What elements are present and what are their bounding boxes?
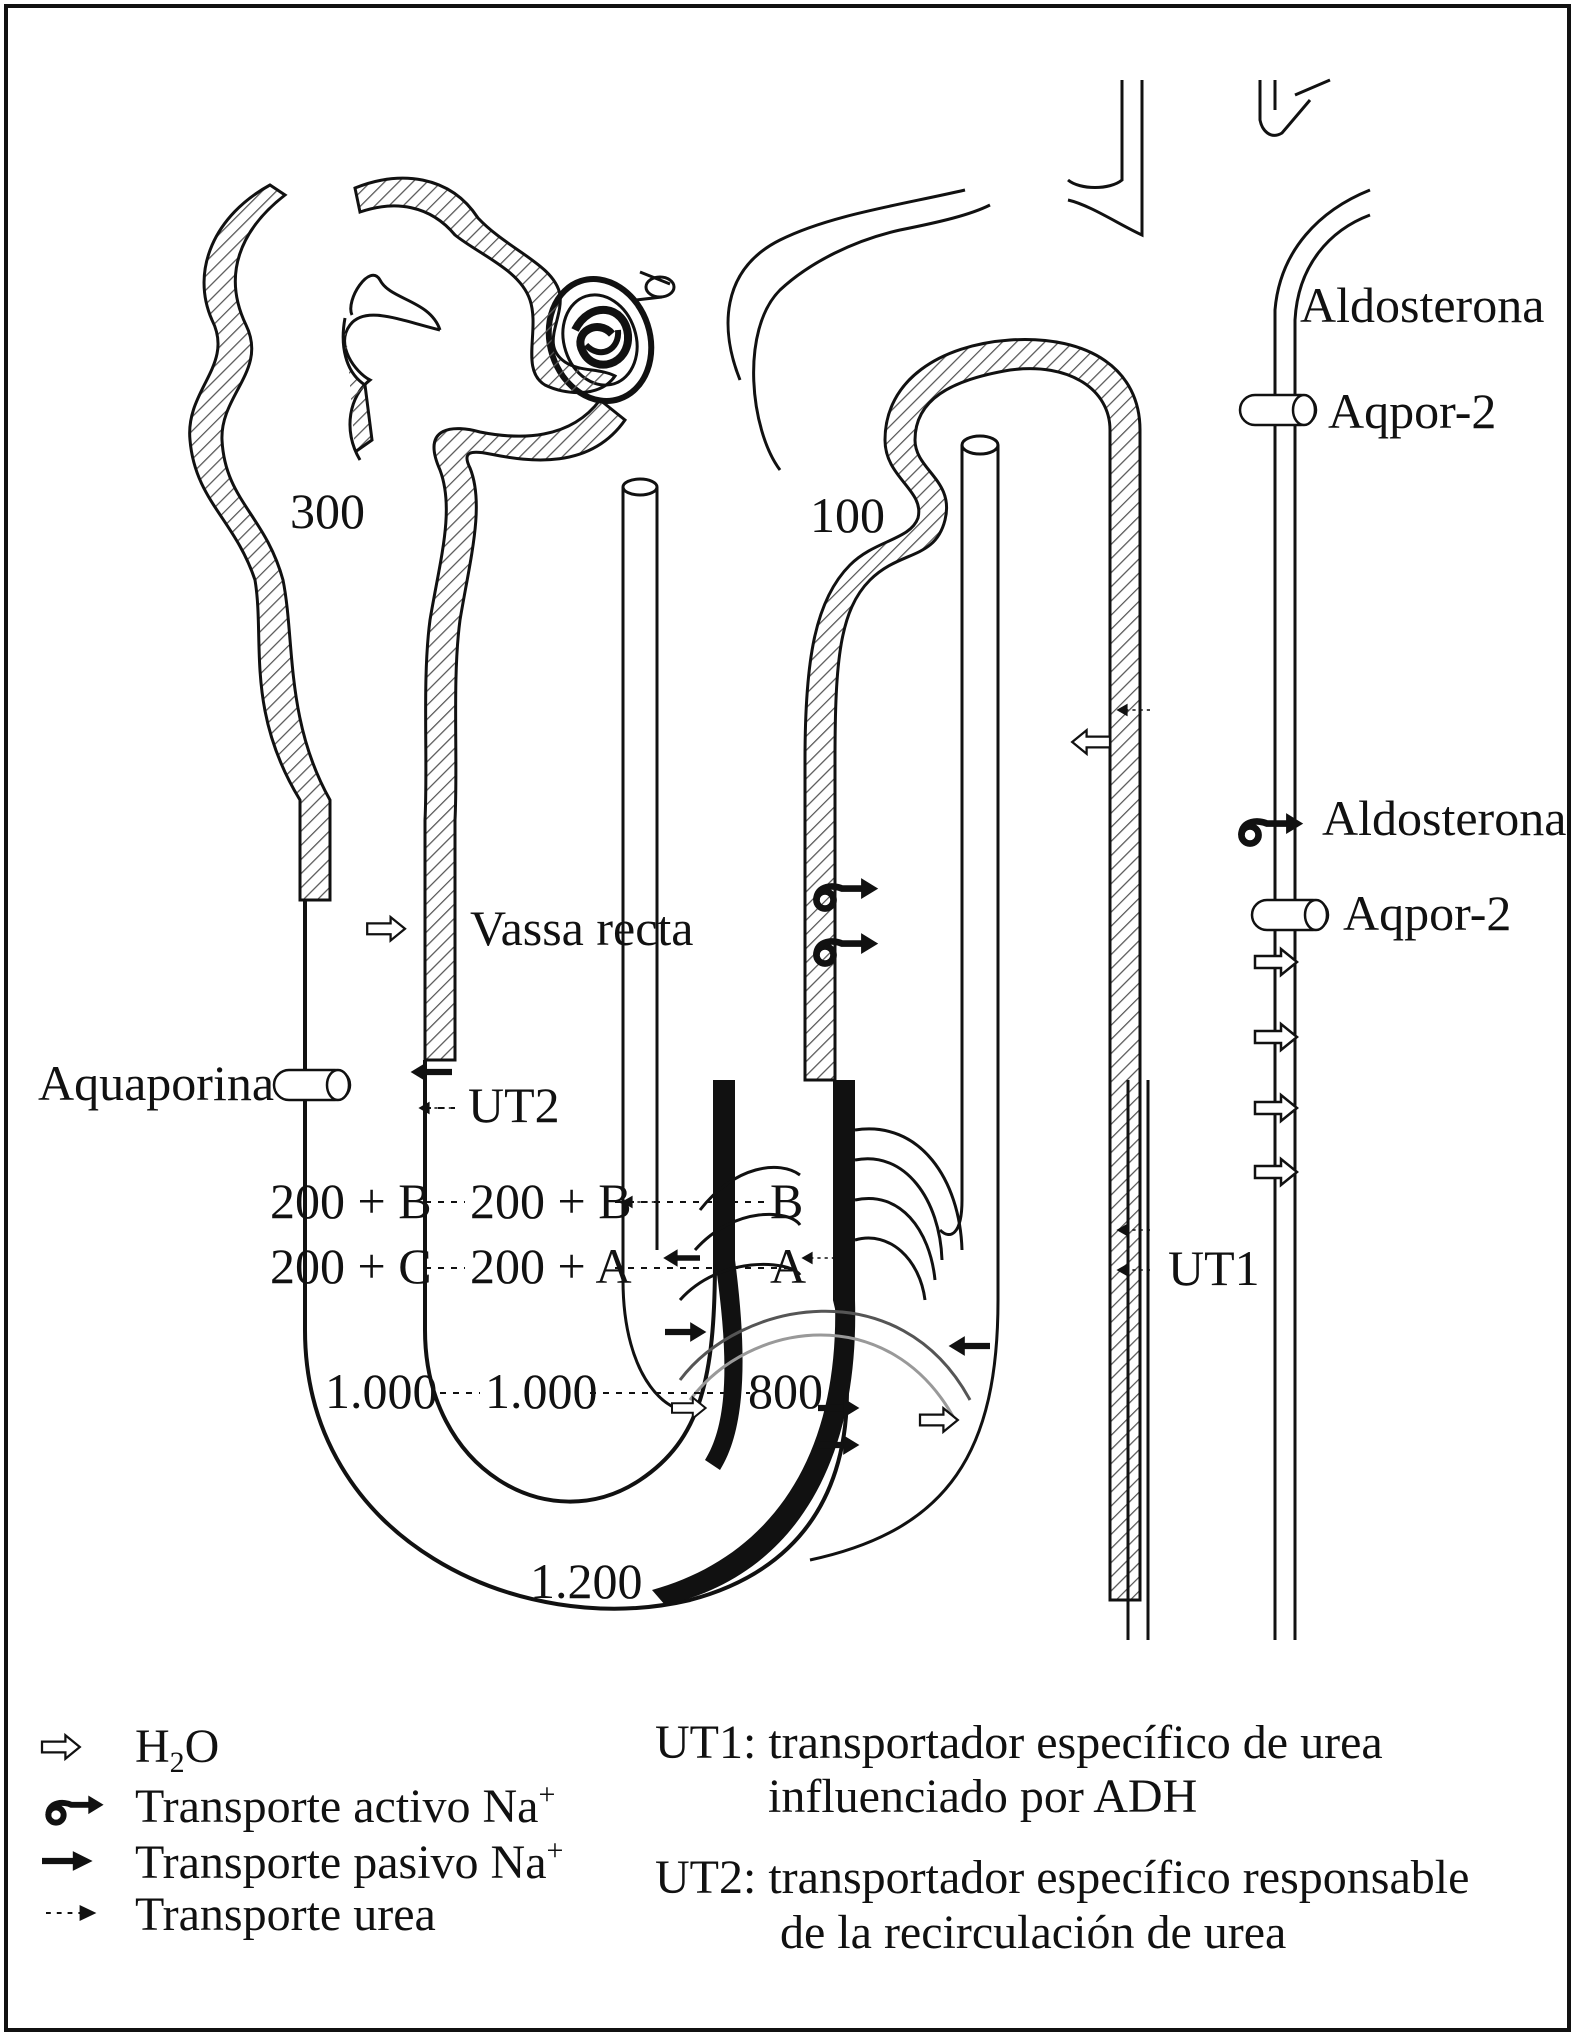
def-ut1-line1: UT1: transportador específico de urea xyxy=(655,1716,1383,1769)
label-ut1: UT1 xyxy=(1168,1240,1260,1296)
label-aldosterona-mid: Aldosterona xyxy=(1322,790,1566,846)
passive-na-arrow-icon xyxy=(949,1336,990,1356)
label-aldosterona-top: Aldosterona xyxy=(1300,277,1544,333)
label-row-a-mid: 200 + A xyxy=(470,1238,632,1294)
passive-na-arrow-icon xyxy=(411,1062,452,1082)
glomerulus xyxy=(545,270,676,404)
legend-passive-na: Transporte pasivo Na+ xyxy=(135,1834,563,1889)
label-row-b-left: 200 + B xyxy=(270,1173,432,1229)
aquaporin-channel-icon xyxy=(1238,393,1318,427)
label-row-b-right: B xyxy=(770,1173,803,1229)
h2o-arrow-icon xyxy=(40,1734,81,1760)
def-ut2-line1: UT2: transportador específico responsabl… xyxy=(655,1851,1469,1904)
urea-arrow-icon xyxy=(800,1250,836,1266)
label-osm-1000-mid: 1.000 xyxy=(485,1363,598,1419)
label-osm-1000-left: 1.000 xyxy=(325,1363,438,1419)
legend-h2o: H2O xyxy=(135,1720,219,1779)
label-aqpor2-mid: Aqpor-2 xyxy=(1343,885,1511,941)
label-osm-1200: 1.200 xyxy=(530,1553,643,1609)
aquaporin-channel-icon xyxy=(1250,898,1330,932)
figure-frame xyxy=(4,4,1571,2032)
definitions: UT1: transportador específico de urea in… xyxy=(655,1716,1469,1959)
def-ut2-line2: de la recirculación de urea xyxy=(780,1906,1286,1959)
aquaporin-channel-icon xyxy=(272,1068,352,1102)
label-row-a-left: 200 + C xyxy=(270,1238,432,1294)
h2o-arrow-icon xyxy=(366,915,407,942)
label-osm-800: 800 xyxy=(748,1363,823,1419)
passive-na-arrow-icon xyxy=(42,1851,93,1871)
passive-na-arrow-icon xyxy=(663,1249,700,1267)
label-aqpor2-top: Aqpor-2 xyxy=(1328,383,1496,439)
legend-urea: Transporte urea xyxy=(135,1888,436,1941)
proximal-tubule xyxy=(188,176,628,1062)
legend-h2o-main: H xyxy=(135,1720,170,1773)
legend-active-na: Transporte activo Na+ xyxy=(135,1778,555,1833)
legend-h2o-sub: 2 xyxy=(170,1746,185,1779)
legend-passive-na-sup: + xyxy=(547,1834,564,1867)
legend-active-na-text: Transporte activo Na xyxy=(135,1780,538,1833)
vasa-recta xyxy=(621,434,1000,1562)
label-row-a-right: A xyxy=(770,1238,806,1294)
label-row-b-mid: 200 + B xyxy=(470,1173,632,1229)
label-osm-300: 300 xyxy=(290,483,365,539)
collecting-duct-outer xyxy=(1258,78,1371,1640)
legend-active-na-sup: + xyxy=(538,1778,555,1811)
def-ut1-line2: influenciado por ADH xyxy=(768,1770,1197,1823)
passive-na-arrow-icon xyxy=(665,1322,706,1342)
legend: H2O Transporte activo Na+ Transporte pas… xyxy=(42,1720,563,1941)
h2o-arrow-icon xyxy=(1071,729,1112,755)
thick-ascending-limb xyxy=(726,188,1142,1602)
active-na-arrow-icon xyxy=(48,1795,103,1822)
label-ut2: UT2 xyxy=(468,1077,560,1133)
collecting-duct-inner xyxy=(1067,80,1150,1640)
label-aquaporina: Aquaporina xyxy=(38,1055,274,1111)
h2o-arrow-icon xyxy=(918,1407,959,1433)
urea-arrow-icon xyxy=(44,1903,98,1923)
label-osm-100: 100 xyxy=(810,487,885,543)
legend-passive-na-text: Transporte pasivo Na xyxy=(135,1836,547,1889)
label-vassa-recta: Vassa recta xyxy=(470,900,694,956)
legend-h2o-end: O xyxy=(185,1720,220,1773)
